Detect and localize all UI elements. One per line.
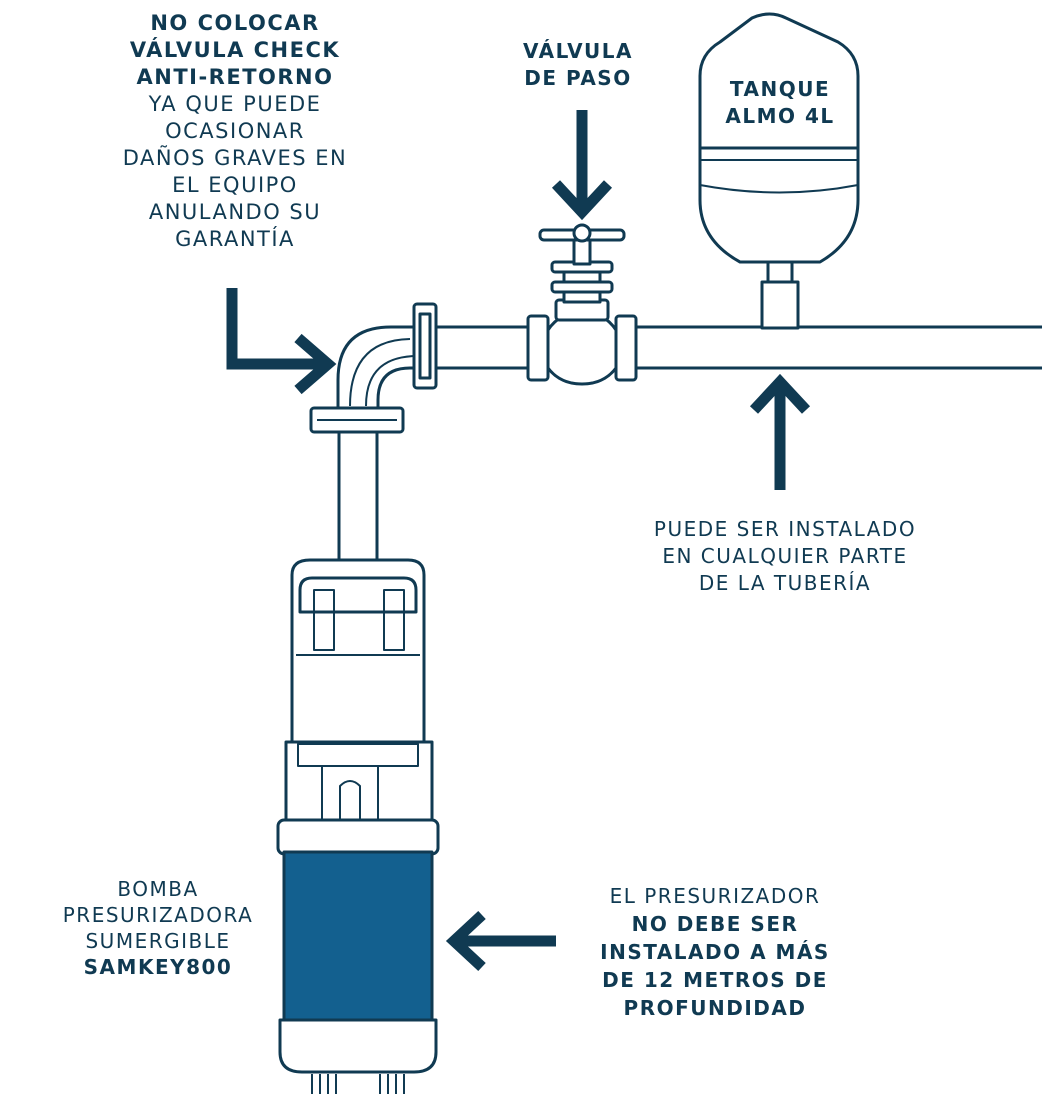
check-warning-line: ANULANDO SU (148, 200, 322, 224)
tube-install-note: PUEDE SER INSTALADO EN CUALQUIER PARTE D… (590, 516, 980, 597)
check-warning-line: YA QUE PUEDE (148, 92, 322, 116)
check-warning-line: OCASIONAR (165, 119, 305, 143)
pump-line: PRESURIZADORA (62, 903, 254, 927)
check-warning-line: DAÑOS GRAVES EN (122, 146, 348, 170)
pump-line: BOMBA (117, 877, 199, 901)
check-warning-line: EL EQUIPO (172, 173, 298, 197)
arrow-left-to-pump (445, 910, 556, 972)
vertical-pipe (337, 430, 379, 562)
gate-valve (526, 223, 638, 386)
depth-line: INSTALADO A MÁS (600, 940, 830, 964)
tube-note-line: EN CUALQUIER PARTE (662, 544, 908, 568)
arrow-up-to-pipe (749, 373, 811, 490)
gate-valve-line: VÁLVULA (522, 39, 634, 63)
arrow-to-elbow (226, 288, 337, 395)
elbow-flange-bottom (309, 406, 405, 434)
depth-warning: EL PRESURIZADOR NO DEBE SER INSTALADO A … (545, 882, 885, 1022)
check-valve-warning: NO COLOCAR VÁLVULA CHECK ANTI-RETORNO YA… (70, 10, 400, 253)
tube-note-line: PUEDE SER INSTALADO (653, 517, 917, 541)
check-warning-line: NO COLOCAR (150, 11, 320, 35)
gate-valve-label: VÁLVULA DE PASO (478, 38, 678, 92)
check-warning-line: GARANTÍA (175, 227, 295, 251)
pressure-tank (698, 12, 860, 330)
elbow-flange-right (412, 302, 438, 390)
tank-line: ALMO 4L (725, 104, 835, 128)
pump-label: BOMBA PRESURIZADORA SUMERGIBLE SAMKEY800 (20, 876, 296, 980)
tank-line: TANQUE (729, 77, 831, 101)
depth-line: DE 12 METROS DE (602, 968, 828, 992)
depth-line: NO DEBE SER (631, 912, 799, 936)
gate-valve-line: DE PASO (524, 66, 632, 90)
check-warning-line: VÁLVULA CHECK (129, 38, 341, 62)
pump-line: SUMERGIBLE (85, 929, 231, 953)
pump-model: SAMKEY800 (83, 955, 233, 979)
arrow-down-to-valve (551, 110, 613, 221)
depth-line: EL PRESURIZADOR (609, 884, 821, 908)
depth-line: PROFUNDIDAD (623, 996, 807, 1020)
horizontal-pipe (430, 325, 1042, 370)
tube-note-line: DE LA TUBERÍA (698, 571, 872, 595)
tank-label: TANQUE ALMO 4L (680, 76, 880, 130)
check-warning-line: ANTI-RETORNO (136, 65, 334, 89)
submersible-pump (276, 558, 440, 1094)
